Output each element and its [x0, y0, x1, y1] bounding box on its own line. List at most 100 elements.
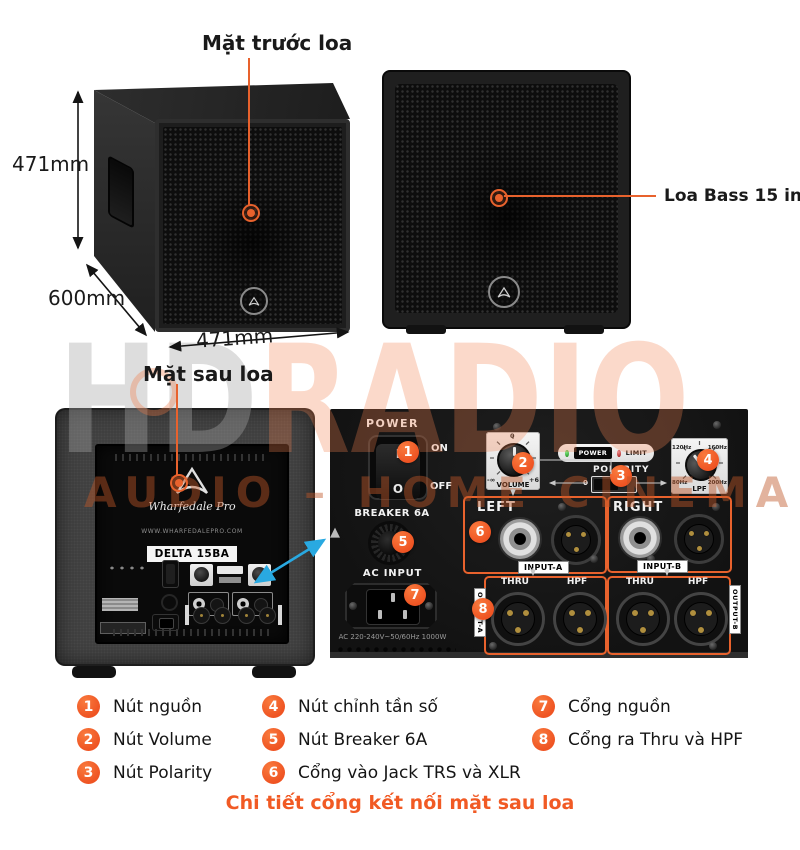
- ac-rating: AC 220-240V~50/60Hz 1000W: [338, 633, 447, 641]
- lpf-label: LPF: [692, 485, 707, 493]
- legend-badge: 5: [262, 728, 285, 751]
- badge-5: 5: [392, 531, 414, 553]
- speaker-front-face: [155, 119, 350, 332]
- lpf-120hz: 120Hz: [672, 445, 692, 451]
- rear-pointer-dot: [170, 474, 188, 492]
- off-label: OFF: [430, 481, 453, 492]
- legend-item-2: 2 Nút Volume: [77, 728, 212, 751]
- brand-script: Wharfedale Pro: [148, 500, 236, 513]
- ac-input-label: AC INPUT: [362, 568, 423, 579]
- xlr-input-right: [674, 514, 724, 564]
- speaker-foot: [252, 666, 296, 678]
- output-b-label: OUTPUT-B: [729, 585, 741, 635]
- lpf-160hz: 160Hz: [707, 445, 727, 451]
- legend-text: Nút nguồn: [113, 696, 203, 717]
- on-label: ON: [431, 443, 448, 454]
- legend-item-8: 8 Cổng ra Thru và HPF: [532, 728, 743, 751]
- led-limit-label: LIMIT: [625, 449, 647, 457]
- speaker-foot: [72, 666, 116, 678]
- legend-item-3: 3 Nút Polarity: [77, 761, 212, 784]
- rear-pointer-line: [176, 384, 178, 476]
- legend-text: Nút Polarity: [113, 762, 213, 783]
- legend-badge: 1: [77, 695, 100, 718]
- vent-strip: [113, 629, 271, 636]
- dim-height-label: 471mm: [12, 152, 90, 176]
- mini-ac-inlet: [152, 614, 179, 631]
- power-led: [565, 449, 569, 457]
- volume-label: VOLUME: [496, 481, 530, 489]
- thru-a-label: THRU: [501, 577, 529, 587]
- trs-jack-left: [498, 517, 542, 561]
- badge-6: 6: [469, 521, 491, 543]
- legend-text: Nút chỉnh tần số: [298, 696, 438, 717]
- mini-power-switch: [162, 560, 179, 588]
- power-switch: I O: [368, 435, 428, 500]
- mini-volume-panel: [190, 564, 213, 586]
- rear-face-label: Mặt sau loa: [143, 362, 274, 386]
- xlr-output-hpf-b: [674, 592, 728, 646]
- hpf-a-label: HPF: [566, 577, 588, 587]
- speaker-grille: [395, 84, 618, 313]
- bass-label: Loa Bass 15 inch: [664, 186, 800, 206]
- wharfedale-logo: [488, 276, 520, 308]
- vent-perforations: [336, 645, 456, 654]
- model-text: DELTA 15BA: [146, 546, 238, 562]
- legend-badge: 2: [77, 728, 100, 751]
- legend-badge: 8: [532, 728, 555, 751]
- xlr-output-thru-b: [616, 592, 670, 646]
- legend-badge: 7: [532, 695, 555, 718]
- led-power-label: POWER: [573, 447, 612, 459]
- warning-icon: ▲: [330, 525, 340, 540]
- badge-7: 7: [404, 584, 426, 606]
- polarity-zero: 0: [583, 479, 588, 487]
- legend-badge: 3: [77, 761, 100, 784]
- model-badge: DELTA 15BA: [97, 542, 287, 562]
- rear-recessed-panel: Wharfedale Pro WWW.WHARFEDALEPRO.COM DEL…: [95, 444, 289, 644]
- legend-badge: 4: [262, 695, 285, 718]
- legend-item-5: 5 Nút Breaker 6A: [262, 728, 427, 751]
- mini-led-strip: [217, 566, 243, 574]
- mini-polar-switch: [219, 577, 241, 583]
- speaker-foot: [406, 325, 446, 334]
- lpf-panel: 120Hz 160Hz 80Hz 200Hz LPF: [671, 438, 728, 494]
- thru-b-label: THRU: [626, 577, 654, 587]
- mini-cert-marks: [107, 564, 147, 572]
- led-indicators: POWER LIMIT: [558, 444, 654, 462]
- front-pointer-dot: [242, 204, 260, 222]
- volume-zero: 0: [510, 432, 515, 440]
- bottom-caption: Chi tiết cổng kết nối mặt sau loa: [225, 792, 575, 814]
- mini-breaker: [163, 596, 176, 609]
- dim-depth-label: 600mm: [48, 286, 126, 310]
- front-pointer-line: [248, 58, 250, 206]
- left-label: LEFT: [477, 500, 516, 515]
- hpf-b-label: HPF: [687, 577, 709, 587]
- xlr-output-hpf-a: [553, 592, 607, 646]
- legend-item-1: 1 Nút nguồn: [77, 695, 202, 718]
- legend-text: Cổng nguồn: [568, 696, 671, 717]
- lpf-80hz: 80Hz: [672, 480, 688, 486]
- vent-strip: [115, 454, 269, 461]
- speaker-front-angled: [78, 66, 368, 356]
- xlr-output-thru-a: [491, 592, 545, 646]
- bass-pointer-dot: [490, 189, 508, 207]
- legend-item-7: 7 Cổng nguồn: [532, 695, 671, 718]
- trs-jack-right: [618, 516, 662, 560]
- legend-text: Cổng ra Thru và HPF: [568, 729, 744, 750]
- legend-text: Nút Volume: [113, 729, 212, 750]
- badge-3: 3: [610, 465, 632, 487]
- lpf-200hz: 200Hz: [707, 480, 727, 486]
- badge-2: 2: [512, 452, 534, 474]
- brand-website: WWW.WHARFEDALEPRO.COM: [141, 528, 243, 535]
- breaker-label: BREAKER 6A: [354, 508, 430, 519]
- legend-text: Nút Breaker 6A: [298, 729, 428, 750]
- rear-panel-detail: POWER I O ON OFF BREAKER 6A AC INPUT AC …: [330, 409, 748, 658]
- legend-item-4: 4 Nút chỉnh tần số: [262, 695, 438, 718]
- badge-4: 4: [697, 449, 719, 471]
- badge-8: 8: [472, 598, 494, 620]
- input-b-label: INPUT-B: [637, 560, 688, 573]
- volume-max: +6: [529, 476, 539, 484]
- mini-outputs: [185, 605, 282, 625]
- power-label: POWER: [365, 417, 420, 430]
- legend-text: Cổng vào Jack TRS và XLR: [298, 762, 521, 783]
